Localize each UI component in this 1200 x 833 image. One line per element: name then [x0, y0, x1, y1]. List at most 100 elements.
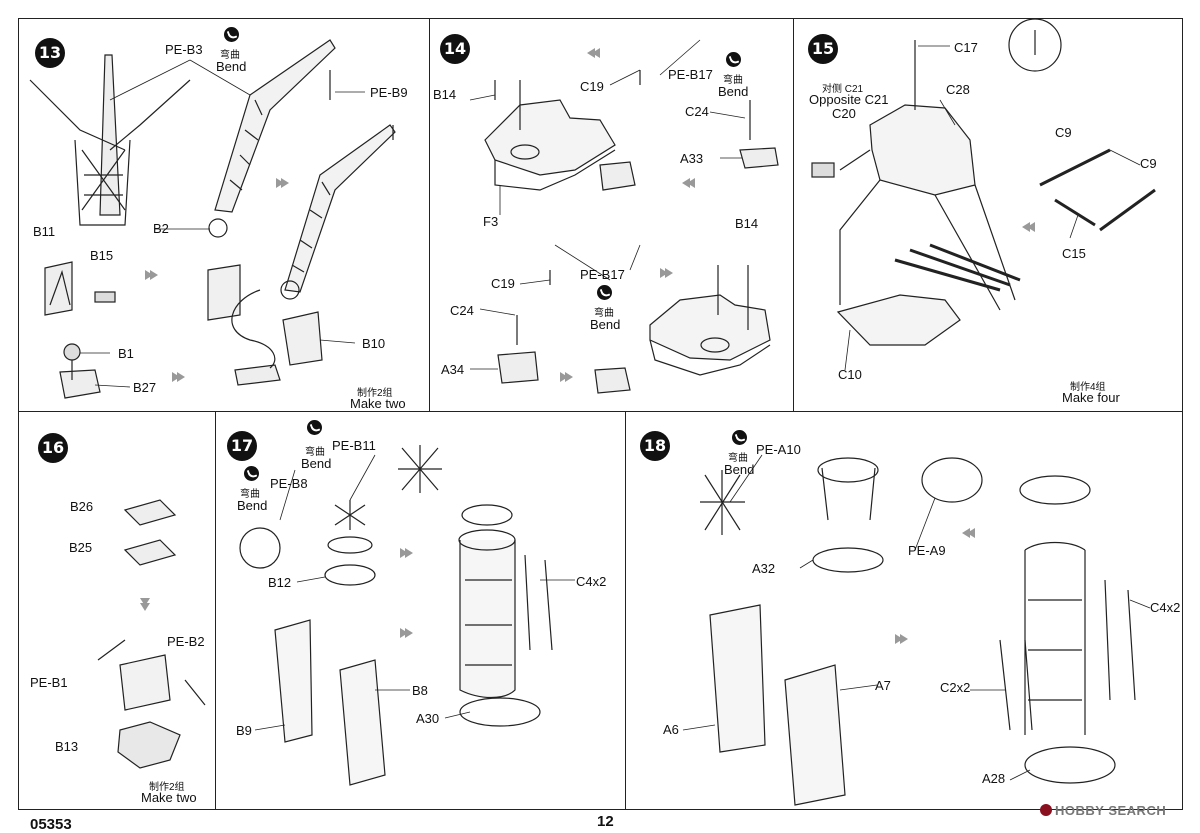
- funnel-18-drawing: [700, 457, 1136, 806]
- bend-label-cn: 弯曲: [220, 50, 240, 61]
- label-opposite-c21: Opposite C21: [809, 92, 889, 107]
- bend-label-en: Bend: [718, 84, 749, 99]
- label-c10: C10: [838, 367, 862, 382]
- label-c15: C15: [1062, 246, 1086, 261]
- label-pe-b17-bottom: PE-B17: [580, 267, 625, 282]
- label-pe-b1: PE-B1: [30, 675, 68, 690]
- step-13-panel: [18, 18, 430, 412]
- bend-label-en: Bend: [237, 498, 268, 513]
- bend-label-cn: 弯曲: [723, 75, 743, 86]
- make-two-en: Make two: [350, 396, 406, 411]
- a33-a34-drawing: [497, 70, 779, 394]
- crane-boom-drawing: [208, 39, 396, 300]
- bend-label-en: Bend: [301, 456, 332, 471]
- label-opposite-c21-cn: 对侧 C21: [822, 84, 864, 95]
- page-number: 12: [597, 813, 614, 830]
- bend-icon: [307, 420, 322, 435]
- label-pe-b17-top: PE-B17: [668, 67, 713, 82]
- make-four-en: Make four: [1062, 390, 1120, 405]
- make-two-en: Make two: [141, 790, 197, 805]
- b10-support-drawing: [207, 264, 323, 386]
- label-b8: B8: [412, 683, 428, 698]
- bend-label-en: Bend: [724, 462, 755, 477]
- label-a6: A6: [663, 722, 679, 737]
- label-c28: C28: [946, 82, 970, 97]
- label-b26: B26: [70, 499, 94, 514]
- label-b14-top: B14: [433, 87, 457, 102]
- label-a30: A30: [416, 711, 440, 726]
- label-pe-b2: PE-B2: [167, 634, 205, 649]
- label-b14-bottom: B14: [735, 216, 759, 231]
- watermark-text: HOBBY SEARCH: [1055, 803, 1167, 818]
- b12-ring-drawing: [239, 445, 442, 586]
- label-c9-left: C9: [1055, 125, 1072, 140]
- product-code: 05353: [30, 816, 72, 833]
- hobby-search-watermark: HOBBY SEARCH: [1040, 803, 1166, 818]
- bend-icon: [597, 285, 612, 300]
- label-pe-b8: PE-B8: [270, 476, 308, 491]
- label-b1: B1: [118, 346, 134, 361]
- label-c20: C20: [832, 106, 856, 121]
- step-number-15: 15: [808, 34, 838, 64]
- label-c19-top: C19: [580, 79, 604, 94]
- label-b9: B9: [236, 723, 252, 738]
- label-f3: F3: [483, 214, 499, 229]
- label-pe-b11: PE-B11: [332, 438, 376, 453]
- bend-label-cn: 弯曲: [594, 308, 614, 319]
- step-number-17: 17: [227, 431, 257, 461]
- label-b25: B25: [69, 540, 93, 555]
- label-b15: B15: [90, 248, 114, 263]
- label-c2x2: C2x2: [940, 680, 971, 695]
- step-number-14: 14: [440, 34, 470, 64]
- step-18-panel: [625, 411, 1183, 810]
- turret-drawing: [811, 40, 1016, 346]
- b11-bracket-drawing: [44, 261, 116, 316]
- make-two-cn: 制作2组: [357, 388, 393, 399]
- platform-lower-drawing: [649, 265, 771, 376]
- direction-arrows: [140, 48, 1035, 644]
- label-b13: B13: [55, 739, 79, 754]
- make-two-cn: 制作2组: [149, 782, 185, 793]
- label-b2: B2: [153, 221, 169, 236]
- label-pe-a9: PE-A9: [908, 543, 946, 558]
- bend-icon: [244, 466, 259, 481]
- label-c19-bottom: C19: [491, 276, 515, 291]
- label-b27: B27: [133, 380, 157, 395]
- label-c24-bottom: C24: [450, 303, 474, 318]
- step-16-panel: [18, 411, 216, 810]
- b1-b27-drawing: [59, 343, 101, 399]
- label-b12: B12: [268, 575, 292, 590]
- bend-label-en: Bend: [590, 317, 621, 332]
- step-17-panel: [215, 411, 626, 810]
- b13-base-drawing: [97, 639, 206, 769]
- b26-b25-drawing: [123, 499, 177, 566]
- label-pe-a10: PE-A10: [756, 442, 801, 457]
- label-pe-b9: PE-B9: [370, 85, 408, 100]
- label-a33: A33: [680, 151, 704, 166]
- platform-f3-drawing: [484, 80, 616, 191]
- label-a28: A28: [982, 771, 1006, 786]
- bend-label-cn: 弯曲: [728, 453, 748, 464]
- step-number-18: 18: [640, 431, 670, 461]
- label-a32: A32: [752, 561, 776, 576]
- step-number-16: 16: [38, 433, 68, 463]
- label-a7: A7: [875, 678, 891, 693]
- bend-icon: [224, 27, 239, 42]
- c17-callout-drawing: [1008, 18, 1062, 72]
- gun-barrels-drawing: [894, 148, 1156, 292]
- make-four-cn: 制作4组: [1070, 382, 1106, 393]
- bend-label-cn: 弯曲: [240, 489, 260, 500]
- bend-icon: [732, 430, 747, 445]
- label-b11: B11: [33, 224, 56, 239]
- step-number-13: 13: [35, 38, 65, 68]
- label-c9-right: C9: [1140, 156, 1157, 171]
- label-pe-b3: PE-B3: [165, 42, 203, 57]
- hobby-search-logo-icon: [1040, 804, 1052, 816]
- leader-lines: [80, 39, 1151, 781]
- bend-label-cn: 弯曲: [305, 447, 325, 458]
- bend-icon: [726, 52, 741, 67]
- label-c4x2-17: C4x2: [576, 574, 607, 589]
- label-c24-top: C24: [685, 104, 709, 119]
- bend-label-en: Bend: [216, 59, 247, 74]
- funnel-17-drawing: [274, 504, 553, 786]
